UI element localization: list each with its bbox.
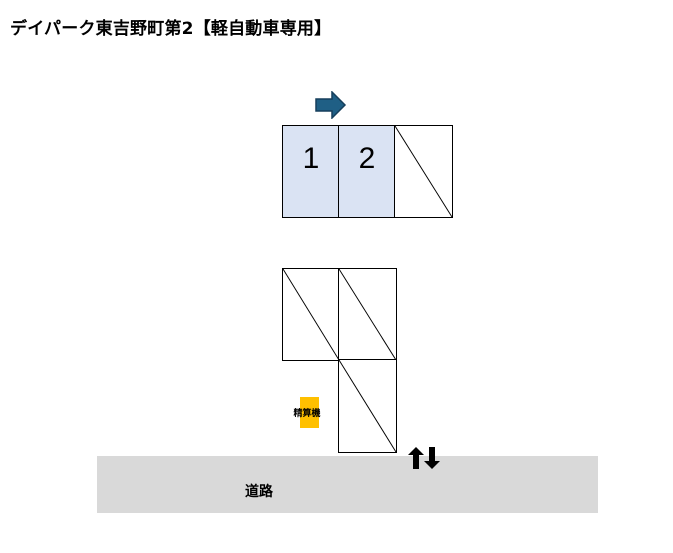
diagonal-line [339, 360, 396, 452]
diagonal-line [395, 126, 452, 217]
parking-space-2[interactable]: 2 [338, 125, 396, 218]
page-title: デイパーク東吉野町第2【軽自動車専用】 [10, 19, 332, 39]
space-number: 2 [358, 142, 376, 175]
road [97, 456, 598, 513]
parking-space-1[interactable]: 1 [282, 125, 340, 218]
unavailable-space [394, 125, 453, 218]
in-out-arrows-icon [406, 446, 444, 474]
right-arrow-icon [315, 90, 347, 123]
space-number: 1 [302, 142, 320, 175]
unavailable-space [282, 268, 340, 361]
unavailable-space [338, 268, 397, 361]
payment-machine-label: 精算機 [293, 409, 321, 419]
payment-machine [300, 397, 319, 428]
diagonal-line [283, 269, 339, 360]
diagonal-line [339, 269, 396, 360]
unavailable-space [338, 359, 397, 453]
road-label: 道路 [245, 484, 273, 500]
